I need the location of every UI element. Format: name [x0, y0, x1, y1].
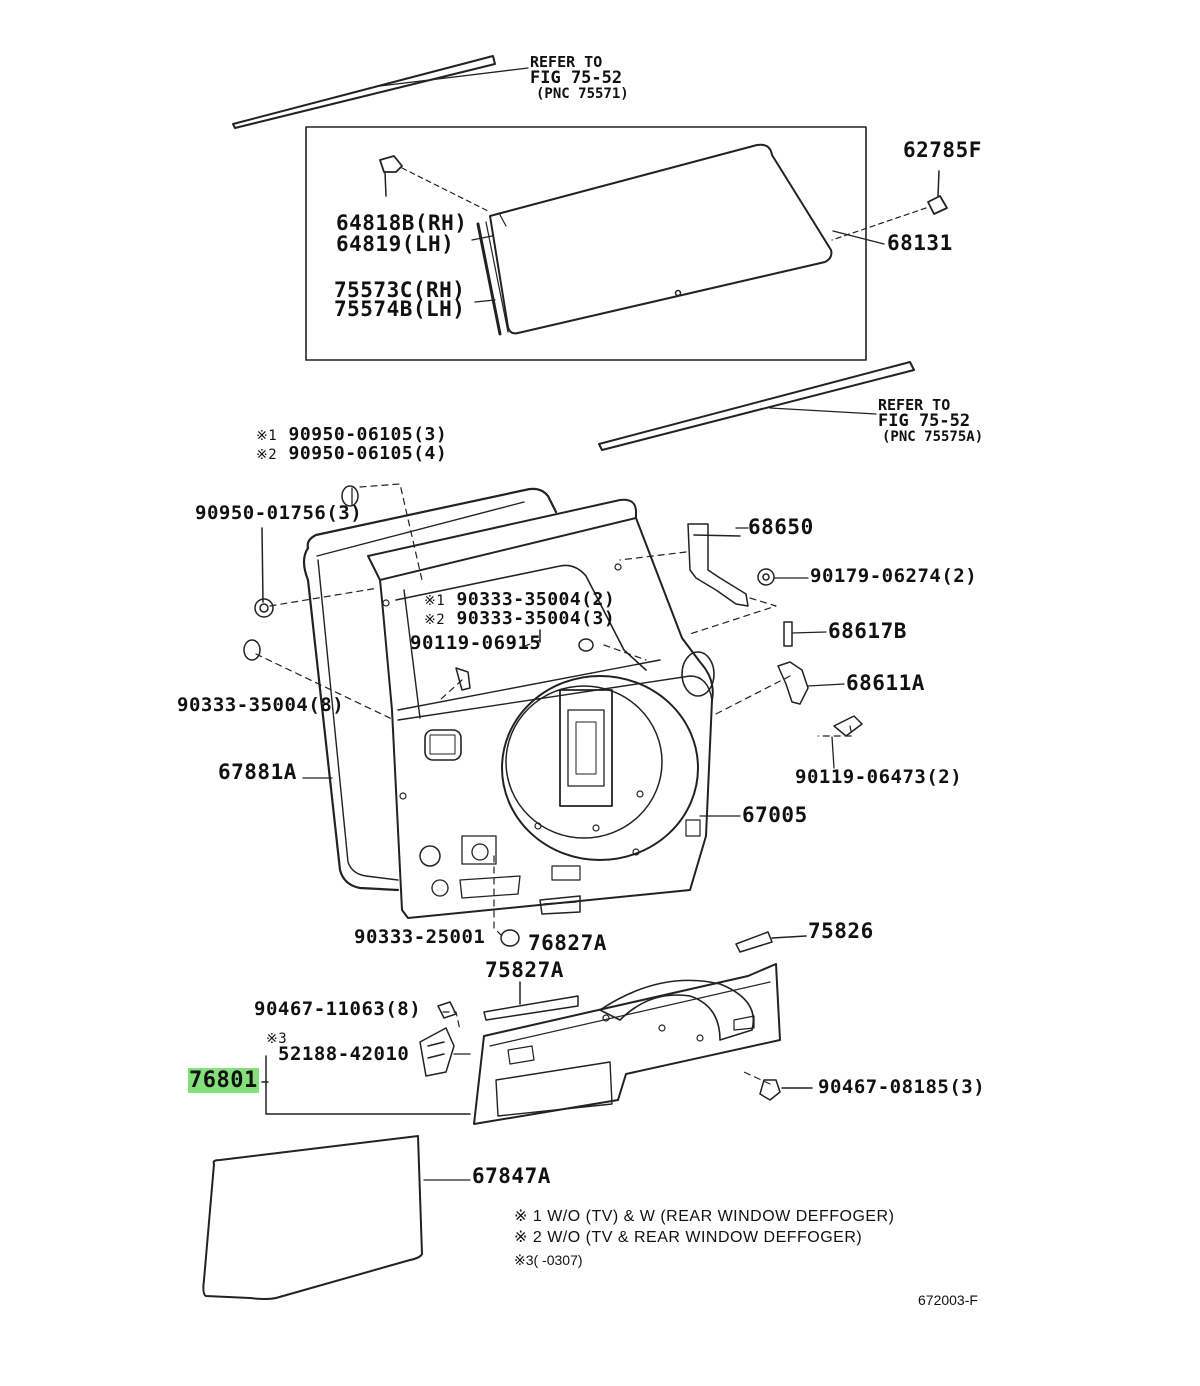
refer-mid-line3: (PNC 75575A) — [882, 429, 984, 445]
glass-stopper-part — [831, 170, 948, 245]
part-68617B[interactable]: 68617B — [828, 619, 907, 643]
note-mark-2: ※2 — [256, 447, 278, 463]
part-67005[interactable]: 67005 — [742, 803, 808, 827]
part-68131[interactable]: 68131 — [887, 231, 953, 255]
part-68611A[interactable]: 68611A — [846, 671, 925, 695]
part-90950-06105-a-number: 90950-06105(3) — [288, 424, 448, 445]
part-90119-06473[interactable]: 90119-06473(2) — [795, 766, 963, 788]
note-mark-1b: ※1 — [424, 593, 446, 609]
assembly-bracket — [265, 1055, 471, 1115]
part-67847A[interactable]: 67847A — [472, 1164, 551, 1188]
note-mark-3: ※3 — [266, 1031, 288, 1047]
part-90179-06274[interactable]: 90179-06274(2) — [810, 565, 978, 587]
upper-molding-strip — [232, 55, 529, 129]
door-weatherstrip — [302, 487, 558, 892]
part-75827A[interactable]: 75827A — [485, 958, 564, 982]
part-75826[interactable]: 75826 — [808, 919, 874, 943]
part-90333-35004-a-number: 90333-35004(2) — [456, 589, 616, 610]
note-mark-2b: ※2 — [424, 612, 446, 628]
part-62785F[interactable]: 62785F — [903, 138, 982, 162]
footnote-3: ※3( -0307) — [514, 1252, 583, 1268]
refer-top-line1: REFER TO — [530, 53, 603, 71]
figure-code: 672003-F — [918, 1292, 978, 1308]
part-90467-11063[interactable]: 90467-11063(8) — [254, 998, 422, 1020]
part-90119-06915[interactable]: 90119-06915 — [410, 632, 542, 654]
service-hole-cover — [202, 1135, 471, 1300]
note-mark-1: ※1 — [256, 428, 278, 444]
part-52188-42010[interactable]: 52188-42010 — [278, 1043, 410, 1065]
part-90950-06105-b-number: 90950-06105(4) — [288, 443, 448, 464]
part-90333-25001[interactable]: 90333-25001 — [354, 926, 486, 948]
refer-top-line2: FIG 75-52 — [530, 68, 623, 88]
part-90950-06105-b[interactable]: ※2 90950-06105(4) — [256, 445, 447, 463]
part-90333-35004-c[interactable]: 90333-35004(8) — [177, 694, 345, 716]
part-68650[interactable]: 68650 — [748, 515, 814, 539]
glass-group-frame — [305, 126, 867, 361]
part-75574B[interactable]: 75574B(LH) — [334, 297, 466, 321]
part-90333-35004-b[interactable]: ※2 90333-35004(3) — [424, 610, 615, 628]
back-door-panel — [367, 498, 715, 919]
small-hardware — [243, 485, 863, 1101]
refer-top-line3: (PNC 75571) — [536, 86, 629, 102]
part-90467-08185[interactable]: 90467-08185(3) — [818, 1076, 986, 1098]
part-75573C[interactable]: 75573C(RH) — [334, 278, 466, 302]
rear-window-glass — [476, 143, 833, 336]
part-76801[interactable]: 76801 — [188, 1068, 259, 1093]
part-64819[interactable]: 64819(LH) — [336, 232, 455, 256]
refer-mid-line1: REFER TO — [878, 396, 951, 414]
footnote-1: ※ 1 W/O (TV) & W (REAR WINDOW DEFFOGER) — [514, 1208, 895, 1225]
part-64818B[interactable]: 64818B(RH) — [336, 211, 468, 235]
part-67881A[interactable]: 67881A — [218, 760, 297, 784]
leader-dashes — [255, 483, 853, 1085]
glass-clip-part — [379, 155, 491, 213]
refer-note-top: REFER TO FIG 75-52 (PNC 75571) — [530, 53, 629, 102]
footnote-2: ※ 2 W/O (TV & REAR WINDOW DEFFOGER) — [514, 1229, 863, 1246]
spoiler-molding-strip — [598, 361, 915, 451]
part-90950-01756[interactable]: 90950-01756(3) — [195, 502, 363, 524]
refer-mid-line2: FIG 75-52 — [878, 411, 971, 431]
part-90333-35004-a[interactable]: ※1 90333-35004(2) — [424, 591, 615, 609]
part-90333-35004-b-number: 90333-35004(3) — [456, 608, 616, 629]
part-90950-06105-a[interactable]: ※1 90950-06105(3) — [256, 426, 447, 444]
leader-lines — [351, 487, 845, 817]
door-trim-board — [473, 963, 781, 1125]
part-76801-highlighted: 76801 — [188, 1068, 259, 1093]
refer-note-mid: REFER TO FIG 75-52 (PNC 75575A) — [878, 396, 984, 445]
part-76827A[interactable]: 76827A — [528, 931, 607, 955]
